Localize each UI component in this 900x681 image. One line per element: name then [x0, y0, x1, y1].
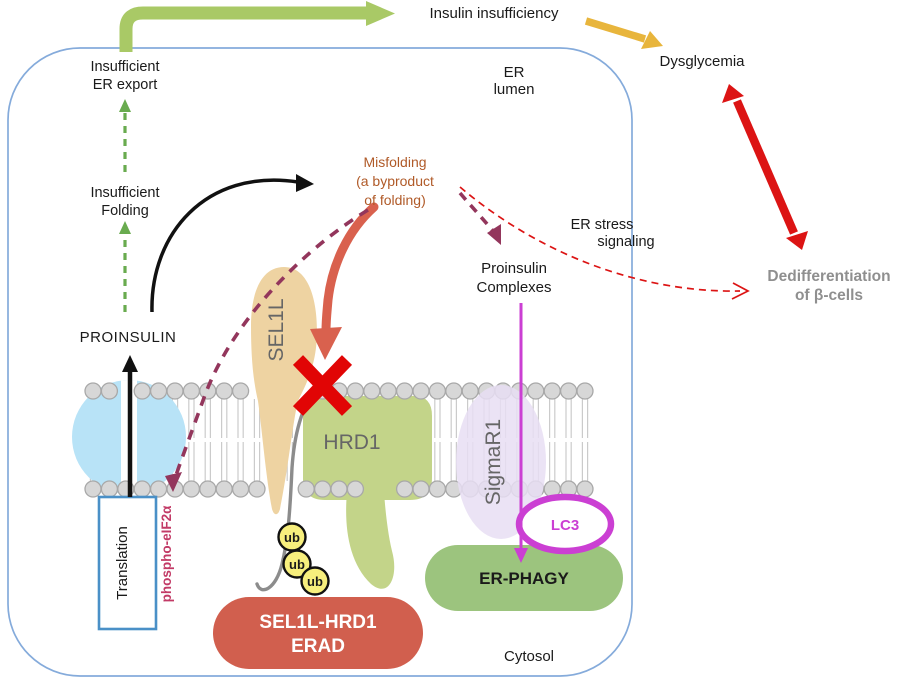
erad-label-line2: ERAD [291, 636, 345, 657]
misfolding-label-line3: of folding) [364, 192, 425, 208]
dedifferentiation-label-line2: of β-cells [795, 287, 863, 304]
erad-box: SEL1L-HRD1 ERAD [213, 597, 423, 669]
dediff-dysglycemia-arrow [722, 84, 808, 250]
dedifferentiation-label-line1: Dedifferentiation [767, 268, 890, 285]
cytosol-label: Cytosol [504, 648, 554, 665]
lc3-label: LC3 [551, 517, 579, 534]
er-phagy-box: ER-PHAGY [425, 545, 623, 611]
misfolding-label-line2: (a byproduct [356, 173, 434, 189]
insufficient-export-arrow [119, 99, 131, 172]
misfolding-label-line1: Misfolding [363, 154, 426, 170]
proinsulin-label: PROINSULIN [80, 329, 177, 346]
insulin-insufficiency-arrow [119, 1, 395, 52]
dysglycemia-arrow [584, 17, 663, 49]
proinsulin-complexes-line1: Proinsulin [481, 260, 547, 277]
folding-byproduct-arrow [150, 174, 314, 313]
er-lumen-label-line1: ER [504, 64, 525, 81]
ubiquitin-chain: ub ub ub [277, 522, 330, 596]
insulin-insufficiency-label: Insulin insufficiency [430, 5, 559, 22]
translation-box: Translation [97, 495, 158, 631]
translation-label: Translation [114, 526, 131, 600]
proinsulin-complexes-line2: Complexes [476, 279, 551, 296]
insufficient-er-export-line1: Insufficient [90, 59, 159, 75]
dysglycemia-label: Dysglycemia [659, 53, 745, 70]
er-stress-label-line1: ER stress [571, 217, 634, 233]
sigmar1-protein-shape [456, 385, 546, 539]
insufficient-er-export-line2: ER export [93, 77, 157, 93]
erphagy-arrow [514, 303, 528, 563]
insufficient-folding-line1: Insufficient [90, 185, 159, 201]
sigmar1-label: SigmaR1 [482, 419, 505, 505]
insufficient-folding-arrow [119, 221, 131, 312]
hrd1-protein-shape [303, 396, 432, 500]
ub-label-2: ub [289, 557, 305, 572]
erad-label-line1: SEL1L-HRD1 [259, 612, 377, 633]
substrate-strand [255, 386, 320, 592]
ub-label-3: ub [307, 574, 323, 589]
hrd1-protein-leg [346, 492, 395, 589]
er-phagy-label: ER-PHAGY [479, 569, 569, 588]
complex-formation-arrow [458, 191, 501, 245]
er-stress-dediff-arrow [459, 186, 750, 300]
blocked-x-icon [292, 355, 353, 416]
hrd1-label: HRD1 [323, 431, 380, 454]
translation-arrow [122, 355, 138, 497]
er-stress-label-line2: signaling [597, 234, 654, 250]
sel1l-protein-shape [251, 267, 317, 515]
lc3-ring: LC3 [515, 493, 615, 555]
phospho-eif2a-label: phospho-eIF2α [159, 505, 174, 602]
er-lumen-label-line2: lumen [494, 81, 535, 98]
peif2a-signal-arrow [165, 208, 369, 492]
ub-label-1: ub [284, 530, 300, 545]
insufficient-folding-line2: Folding [101, 203, 149, 219]
misfolding-arrow [310, 202, 379, 360]
sel1l-label: SEL1L [265, 298, 288, 361]
